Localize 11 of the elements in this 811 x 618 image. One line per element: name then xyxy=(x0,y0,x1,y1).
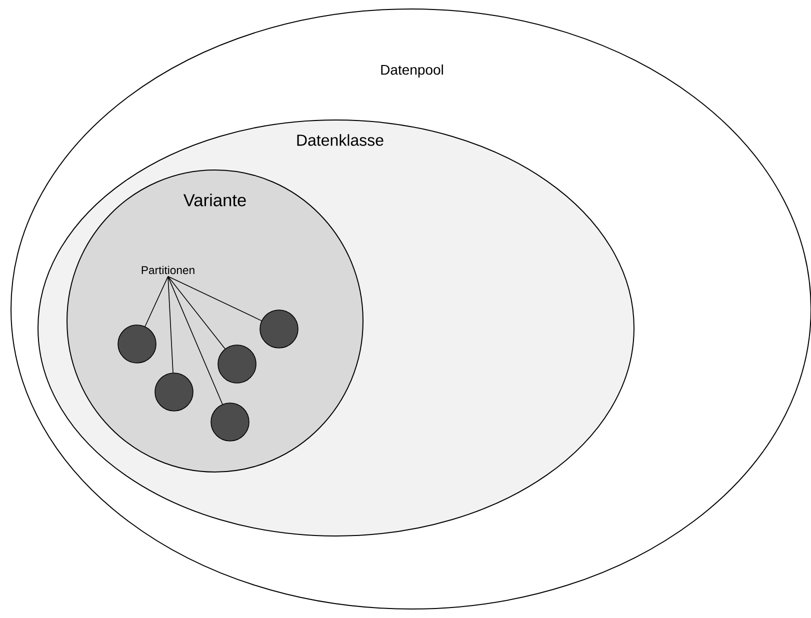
leader-line xyxy=(168,276,223,405)
leader-line xyxy=(168,276,174,374)
leader-line xyxy=(144,276,168,327)
partition-circle xyxy=(118,324,156,364)
partition-circle xyxy=(154,372,194,412)
partition-circle xyxy=(260,310,298,348)
partition-circle xyxy=(218,344,256,384)
partition-circle xyxy=(210,402,250,442)
leader-line xyxy=(168,276,226,350)
leader-line xyxy=(168,276,262,322)
label-text: Partitionen xyxy=(142,266,194,274)
